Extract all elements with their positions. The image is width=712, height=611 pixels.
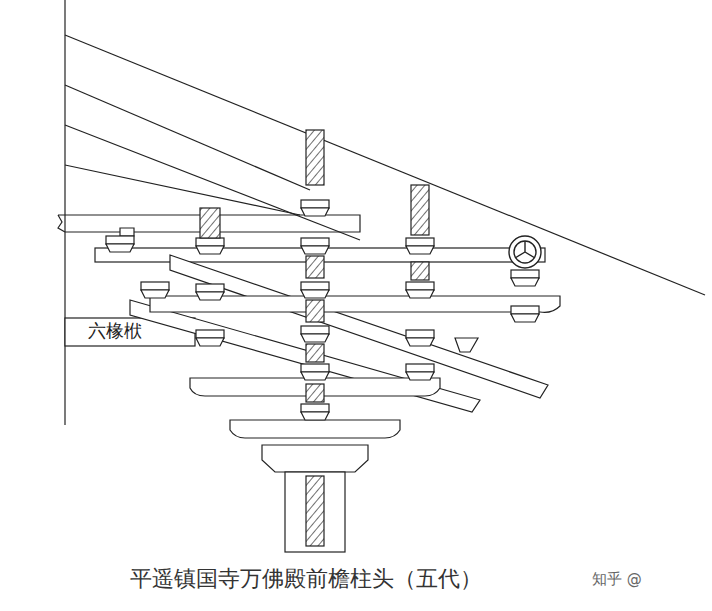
beams <box>65 228 560 552</box>
round-purlin <box>509 236 541 268</box>
bracket-blocks <box>106 200 539 420</box>
part-label: 六椽栿 <box>86 320 144 342</box>
roof-lines <box>58 0 705 425</box>
caption: 平遥镇国寺万佛殿前檐柱头（五代） <box>128 566 484 592</box>
watermark: 知乎 @ <box>590 570 644 588</box>
hatched-sections <box>200 130 429 546</box>
